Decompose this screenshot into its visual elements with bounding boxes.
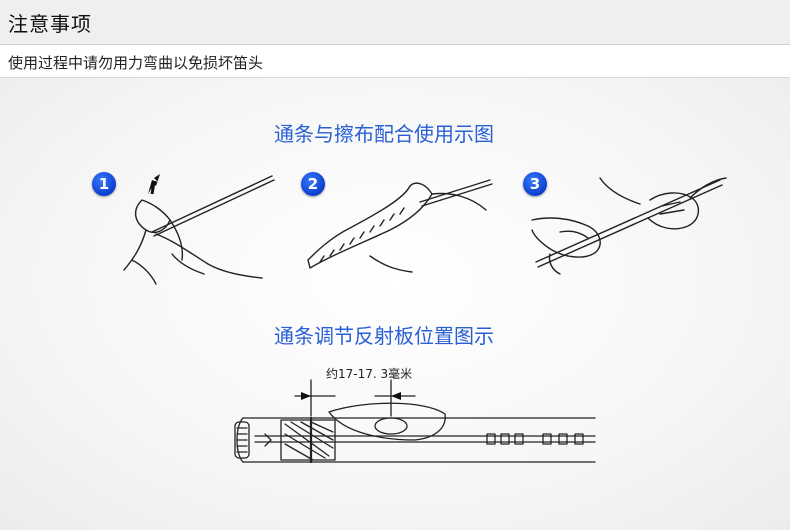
dimension-arrow-left-icon	[391, 392, 401, 400]
header-bar	[0, 0, 790, 44]
step1-illustration	[123, 174, 275, 285]
divider	[0, 44, 790, 45]
page-title: 注意事项	[8, 12, 92, 36]
divider	[0, 77, 790, 78]
step3-illustration	[531, 177, 727, 275]
dimension-arrow-right-icon	[301, 392, 311, 400]
measurement-label: 约17-17. 3毫米	[326, 367, 413, 381]
section-heading-reflector: 通条调节反射板位置图示	[274, 324, 494, 348]
step-badge-1: 1	[92, 172, 116, 196]
flute-head-diagram	[234, 379, 596, 464]
step2-illustration	[307, 179, 493, 273]
step-badge-3: 3	[523, 172, 547, 196]
step-badge-2: 2	[301, 172, 325, 196]
caution-note: 使用过程中请勿用力弯曲以免损坏笛头	[8, 54, 264, 72]
section-heading-cleaning: 通条与擦布配合使用示图	[274, 122, 494, 146]
instruction-panel	[0, 78, 790, 530]
